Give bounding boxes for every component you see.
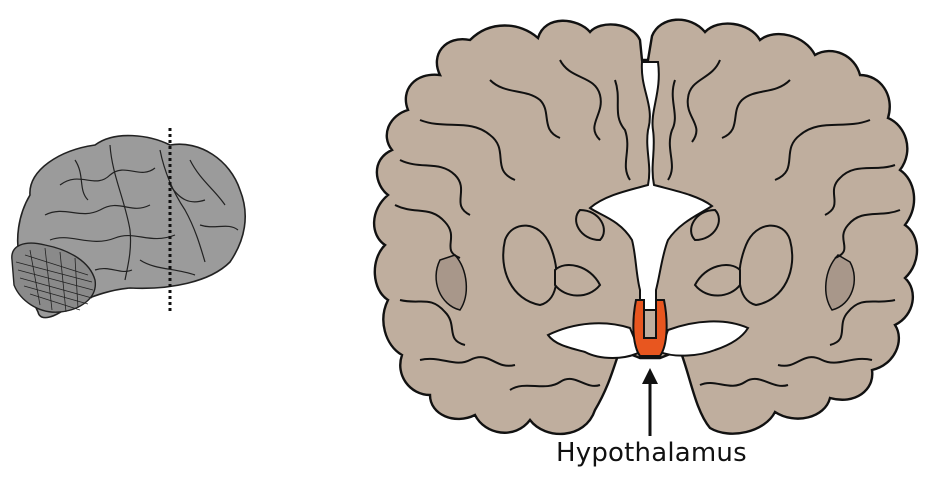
coronal-section (374, 20, 917, 436)
arrow-up-icon (642, 368, 658, 436)
lateral-brain (12, 128, 245, 318)
hypothalamus-label: Hypothalamus (556, 438, 747, 468)
